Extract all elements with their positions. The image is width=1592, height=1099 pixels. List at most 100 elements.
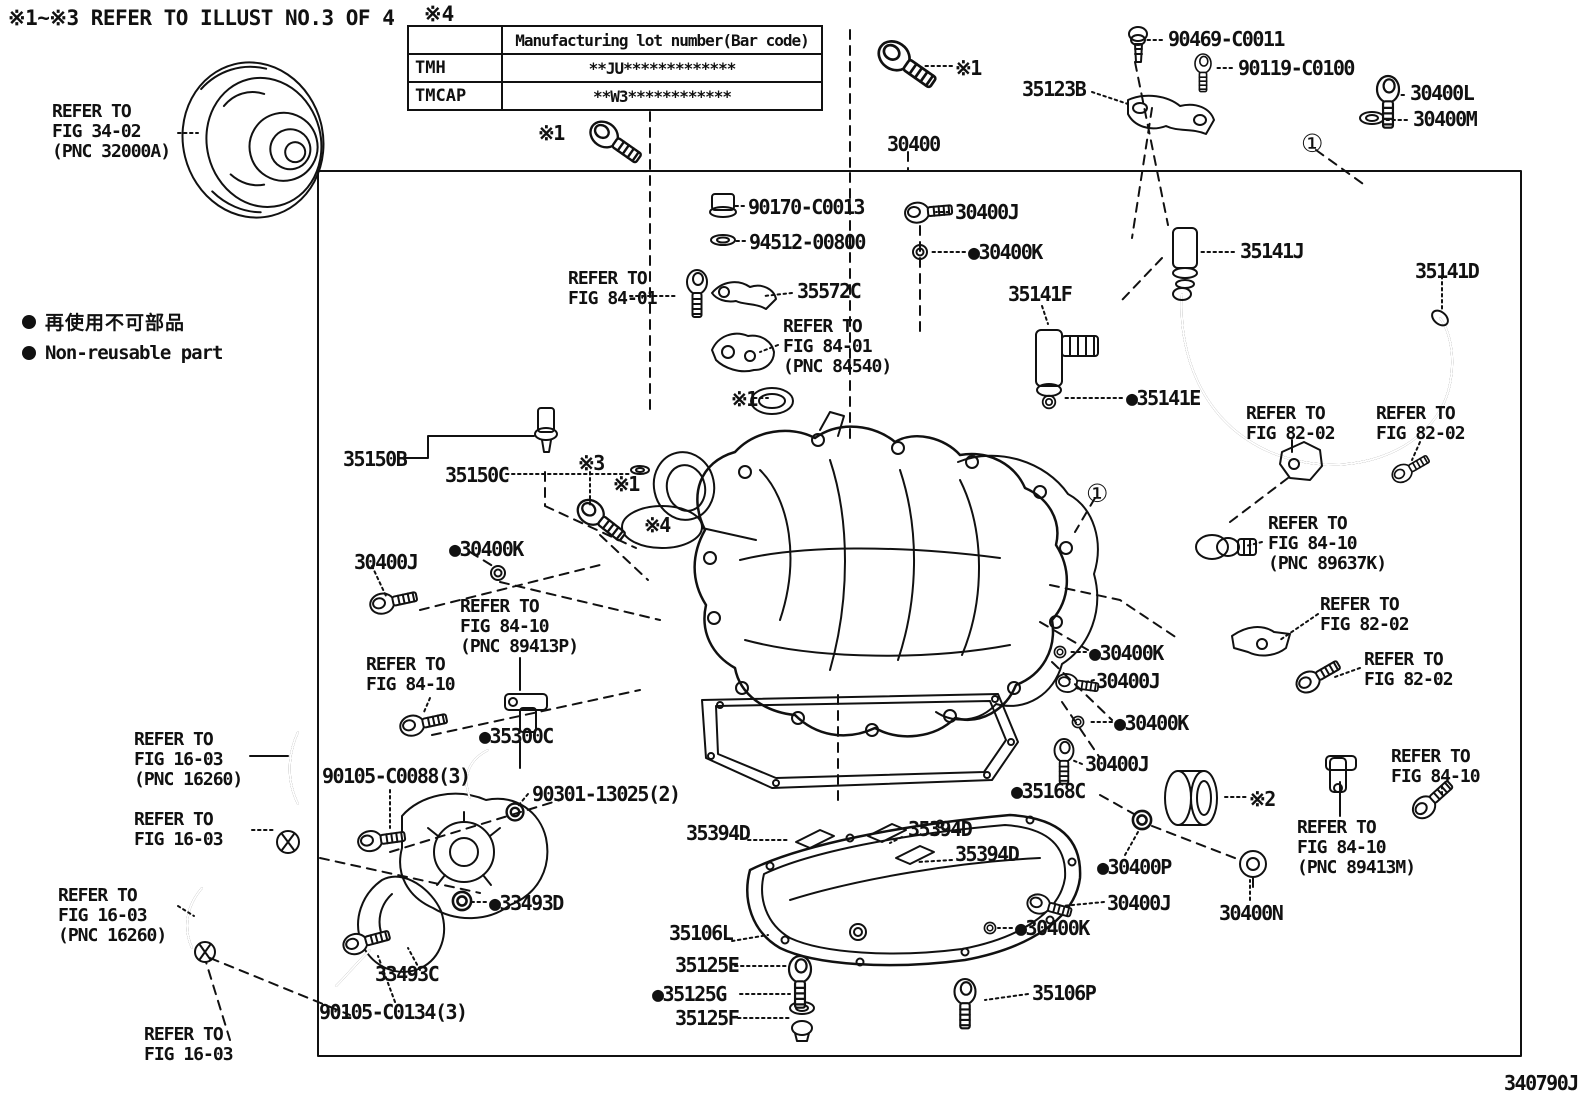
plug-drawing-35125F [791,1020,813,1042]
sensor-drawing-89413P [504,693,548,733]
page-title: ※1~※3 REFER TO ILLUST NO.3 OF 4 [8,6,395,30]
part-label-30400: 30400 [887,132,941,156]
part-label-30400K-r2: ●30400K [1114,711,1189,735]
bracket-drawing-8202c [1231,626,1291,657]
part-label-35150B: 35150B [343,447,408,471]
part-label-fig16-03-c: REFER TO FIG 16-03 (PNC 16260) [58,885,167,947]
part-label-fig16-03-d: REFER TO FIG 16-03 [144,1024,234,1066]
part-label-35394D-l: 35394D [686,821,751,845]
legend-en-label: Non-reusable part [45,342,223,364]
part-label-fig16-03-a: REFER TO FIG 16-03 (PNC 16260) [134,729,243,791]
hose-drawing-16-03-a [288,731,299,805]
part-label-35300C: ●35300C [479,724,554,748]
hose-connector-drawing [1172,227,1198,289]
part-label-mark1-seal: ※1 [731,387,758,411]
part-label-circ1-mid: ① [1086,479,1109,508]
part-label-35141D: 35141D [1415,259,1480,283]
part-label-doc-number: 340790J [1504,1071,1579,1095]
part-label-mark4-oval: ※4 [644,513,671,537]
part-label-fig82-02-a: REFER TO FIG 82-02 [1246,403,1336,445]
oil-seal-drawing-a [652,451,716,521]
mark4-table-label: ※4 [424,2,455,26]
stud-drawing-90469 [1128,26,1148,63]
shift-lever-drawing [711,332,775,373]
part-label-30400K-left: ●30400K [449,537,524,561]
part-label-circ1-top: ① [1301,129,1324,158]
part-label-fig82-02-c: REFER TO FIG 82-02 [1320,594,1410,636]
washer-drawing-35150C [630,465,650,475]
part-label-30400P: ●30400P [1097,855,1172,879]
oil-seal-drawing-b [750,387,794,415]
part-label-35394D-m: 35394D [908,817,973,841]
part-label-35394D-r: 35394D [955,842,1020,866]
bracket-drawing-8202a [1279,441,1323,481]
part-label-30400J-r1: 30400J [1096,669,1161,693]
sensor-drawing-89413M [1325,755,1357,793]
non-reusable-dot-icon [22,314,36,329]
legend-row-jp: 再使用不可部品 [22,308,222,335]
part-label-90469-C0011: 90469-C0011 [1168,27,1285,51]
part-label-fig84-01-left: REFER TO FIG 84-01 [568,268,658,310]
valve-body-cover-drawing [701,693,1019,789]
part-label-35168C: ●35168C [1011,779,1086,803]
oil-cooler-assembly-drawing [399,749,549,920]
part-label-35141E: ●35141E [1126,386,1201,410]
leader-lines [177,39,1443,1019]
lot-table-header-cell: Manufacturing lot number(Bar code) [501,25,823,55]
part-label-mark1-boxtop: ※1 [538,121,565,145]
torque-converter-drawing [177,61,325,219]
part-label-35125G: ●35125G [652,982,727,1006]
part-label-35572C: 35572C [797,279,862,303]
part-label-90119-C0100: 90119-C0100 [1238,56,1355,80]
part-label-35125F: 35125F [675,1006,740,1030]
part-label-90301-13025: 90301-13025(2) [532,782,681,806]
sensor-drawing-89637K [1195,534,1257,560]
part-label-fig84-10-k: REFER TO FIG 84-10 (PNC 89637K) [1268,513,1387,575]
lever-drawing-35572C [711,281,777,310]
breather-plug-drawing-35150B [534,407,558,453]
part-label-35150C: 35150C [445,463,510,487]
part-label-90170-C0013: 90170-C0013 [748,195,865,219]
part-label-30400J-left: 30400J [354,550,419,574]
part-label-fig84-01-pnc: REFER TO FIG 84-01 (PNC 84540) [783,316,892,378]
part-label-94512-00800: 94512-00800 [749,230,866,254]
part-label-30400K-r1: ●30400K [1089,641,1164,665]
part-label-30400J-top: 30400J [955,200,1020,224]
part-label-35106P: 35106P [1032,981,1097,1005]
mark4-oval-drawing [621,505,757,549]
part-label-30400J-r3: 30400J [1107,891,1172,915]
part-label-fig84-10-tr: REFER TO FIG 84-10 [1391,746,1481,788]
assembly-dash-lines [205,29,1367,1041]
solid-leader-lines [249,435,1341,817]
part-label-33493C: 33493C [375,962,440,986]
lot-table-row-value: **JU************* [501,53,823,83]
part-label-fig34-02: REFER TO FIG 34-02 (PNC 32000A) [52,101,171,163]
part-label-30400K-r3: ●30400K [1015,916,1090,940]
part-label-30400N: 30400N [1219,901,1284,925]
lot-table-row-name: TMH [407,53,503,83]
transaxle-housing-drawing [693,411,1099,738]
lot-number-table: Manufacturing lot number(Bar code) TMH *… [407,25,823,111]
sleeve-drawing [1164,770,1218,826]
part-label-fig84-10-left: REFER TO FIG 84-10 [366,654,456,696]
part-label-fig84-10-m: REFER TO FIG 84-10 (PNC 89413M) [1297,817,1416,879]
part-label-mark2: ※2 [1249,787,1276,811]
lot-table-corner-cell [407,25,503,55]
plug-drawing-90170 [709,193,737,218]
pan-gasket-drawings [795,823,935,865]
elbow-union-drawing [1035,329,1099,397]
part-label-fig82-02-b: REFER TO FIG 82-02 [1376,403,1466,445]
lot-table-row-value: **W3************ [501,81,823,111]
part-label-30400M: 30400M [1413,107,1478,131]
part-label-35106L: 35106L [669,921,734,945]
plug-drawing-30400N [1239,850,1267,888]
part-label-fig16-03-b: REFER TO FIG 16-03 [134,809,224,851]
part-label-30400K-top: ●30400K [968,240,1043,264]
clamp-drawing-16-03-b [276,830,300,854]
part-label-30400J-r2: 30400J [1085,752,1150,776]
diagram-border [317,170,1522,1057]
part-label-30400L: 30400L [1410,81,1475,105]
